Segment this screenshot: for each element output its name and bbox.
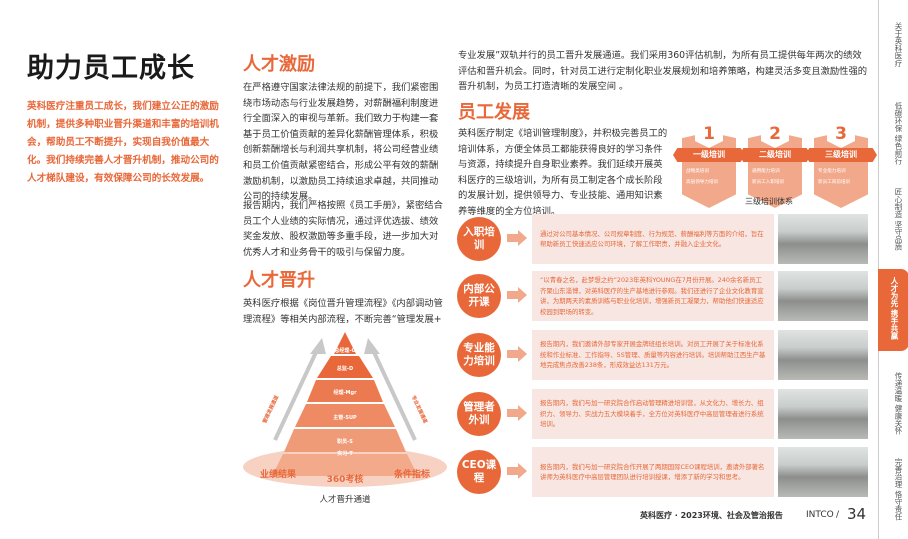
arrow-icon: [507, 287, 527, 303]
promotion-pyramid: 总经理-G 总监-D 经理-Mgr 主管-SUP 职员-S 实习-T 管理发展通…: [243, 332, 447, 505]
nav-item-active[interactable]: 人才为先 携手共赢: [878, 269, 908, 351]
program-photo: [778, 330, 868, 380]
base-label: 条件指标: [393, 468, 430, 480]
level-item: 新员工入职培训: [752, 180, 785, 185]
pyramid-tier: [284, 429, 406, 452]
program-row: 专业能力培训 报告期内，我们邀请外部专家开展金牌班组长培训。对员工开展了关于标准化…: [455, 330, 868, 380]
level-name: 一级培训: [673, 148, 745, 162]
arrow-icon: [507, 230, 527, 246]
level-label: 总监-D: [337, 365, 353, 372]
program-text: 通过对公司基本情况、公司规章制度、行为规范、薪酬福利等方面的介绍，旨在帮助新员工…: [540, 229, 764, 249]
promotion-p1: 英科医疗根据《岗位晋升管理流程》《内部调动管理流程》等相关内部流程，不断完善“管…: [243, 298, 443, 325]
level-name: 三级培训: [805, 148, 877, 162]
right-arrow-label: 专业发展通道: [410, 394, 429, 424]
pyramid-tier: [272, 454, 418, 476]
development-heading: 员工发展: [458, 102, 530, 123]
program-photo: [778, 389, 868, 439]
nav-item[interactable]: 低碳环保 绿色前行: [894, 102, 903, 165]
level-item: 战略类培训: [686, 169, 709, 174]
training-level-2: 2 二级培训 通用能力培训新员工入职培训: [739, 120, 811, 208]
development-p1: 英科医疗制定《培训管理制度》，并积极完善员工的培训体系，方便全体员工都能获得良好…: [458, 128, 668, 217]
incentive-p1: 在严格遵守国家法律法规的前提下，我们紧密围绕市场动态与行业发展趋势，对薪酬福利制…: [243, 82, 439, 203]
pyramid-tier: [317, 356, 373, 378]
page-number: 34: [847, 505, 867, 523]
footer-sep: /: [836, 510, 840, 520]
level-label: 职员-S: [337, 438, 353, 445]
level-item: 高层领导力培训: [686, 180, 719, 185]
program-photo: [778, 271, 868, 321]
program-row: 内部公开课 “以青春之名，赴梦想之约”2023年英科YOUNG在7月份开展。240…: [455, 271, 868, 321]
training-level-1: 1 一级培训 战略类培训高层领导力培训: [673, 120, 745, 208]
nav-item[interactable]: 完善治理 恪守责任: [894, 458, 903, 521]
promotion-heading: 人才晋升: [243, 270, 315, 291]
footer-report: 英科医疗 · 2023环境、社会及管治报告: [640, 511, 783, 520]
level-item: 通用能力培训: [752, 169, 780, 174]
footer-brand: INTCO: [806, 510, 834, 520]
arrow-icon: [507, 346, 527, 362]
program-photo: [778, 214, 868, 264]
levels-caption: 三级培训体系: [745, 197, 793, 206]
base-label: 业绩结果: [260, 468, 297, 480]
program-row: 管理者外训 报告期内，我们与加一研究院合作启动管理精进培训营，从文化力、增长力、组…: [455, 389, 868, 439]
program-photo: [778, 447, 868, 497]
promotion-p1-cont: 专业发展”双轨并行的员工晋升发展通道。我们采用360评估机制，为所有员工提供每年…: [458, 50, 868, 93]
incentive-p2: 报告期内，我们严格按照《员工手册》，紧密结合员工个人业绩的实际情况，通过评优选拔…: [243, 200, 443, 258]
section-nav: 关于英科医疗 低碳环保 绿色前行 匠心制造 坚守品质 人才为先 携手共赢 传递温…: [878, 0, 908, 539]
program-row: CEO课程 报告期内，我们与加一研究院合作开展了两期国际CEO课程培训，邀请外部著…: [455, 447, 868, 497]
level-item: 专业能力培训: [818, 169, 846, 174]
pyramid-tier: [307, 380, 383, 402]
pyramid-tier: [334, 332, 356, 354]
nav-item[interactable]: 传递温暖 健康关怀: [894, 372, 903, 435]
program-text: “以青春之名，赴梦想之约”2023年英科YOUNG在7月份开展。240余名新员工…: [540, 276, 764, 316]
left-arrow-head: [310, 338, 326, 354]
program-name: 管理者外训: [457, 392, 501, 436]
program-text: 报告期内，我们与加一研究院合作启动管理精进培训营，从文化力、增长力、组织力、领导…: [540, 399, 764, 429]
arrow-icon: [507, 405, 527, 421]
program-name: 入职培训: [457, 217, 501, 261]
page-title: 助力员工成长: [27, 53, 195, 84]
level-label: 主管-SUP: [333, 414, 357, 421]
level-label: 实习-T: [337, 450, 353, 457]
program-row: 入职培训 通过对公司基本情况、公司规章制度、行为规范、薪酬福利等方面的介绍，旨在帮…: [455, 214, 868, 264]
right-arrow: [370, 347, 417, 441]
program-text: 报告期内，我们与加一研究院合作开展了两期国际CEO课程培训，邀请外部著名讲师为英…: [540, 462, 765, 482]
nav-item[interactable]: 匠心制造 坚守品质: [894, 188, 903, 251]
level-label: 经理-Mgr: [333, 389, 357, 396]
incentive-heading: 人才激励: [243, 54, 315, 75]
level-item: 新员工岗前培训: [818, 180, 851, 185]
nav-item[interactable]: 关于英科医疗: [894, 22, 903, 67]
level-name: 二级培训: [739, 148, 811, 162]
right-arrow-head: [364, 338, 380, 354]
level-label: 总经理-G: [334, 347, 355, 354]
program-name: 专业能力培训: [457, 333, 501, 377]
program-name: CEO课程: [457, 450, 501, 494]
left-arrow-label: 管理发展通道: [261, 394, 280, 424]
left-arrow: [273, 347, 320, 441]
program-name: 内部公开课: [457, 274, 501, 318]
training-level-3: 3 三级培训 专业能力培训新员工岗前培训: [805, 120, 877, 208]
intro-text: 英科医疗注重员工成长，我们建立公正的激励机制，提供多种职业晋升渠道和丰富的培训机…: [27, 101, 219, 184]
arrow-icon: [507, 463, 527, 479]
base-label: 360考核: [327, 473, 364, 485]
program-text: 报告期内，我们邀请外部专家开展金牌班组长培训。对员工开展了关于标准化系统和作业标…: [540, 340, 766, 370]
pyramid-caption: 人才晋升通道: [319, 494, 371, 505]
pyramid-tier: [295, 404, 395, 427]
